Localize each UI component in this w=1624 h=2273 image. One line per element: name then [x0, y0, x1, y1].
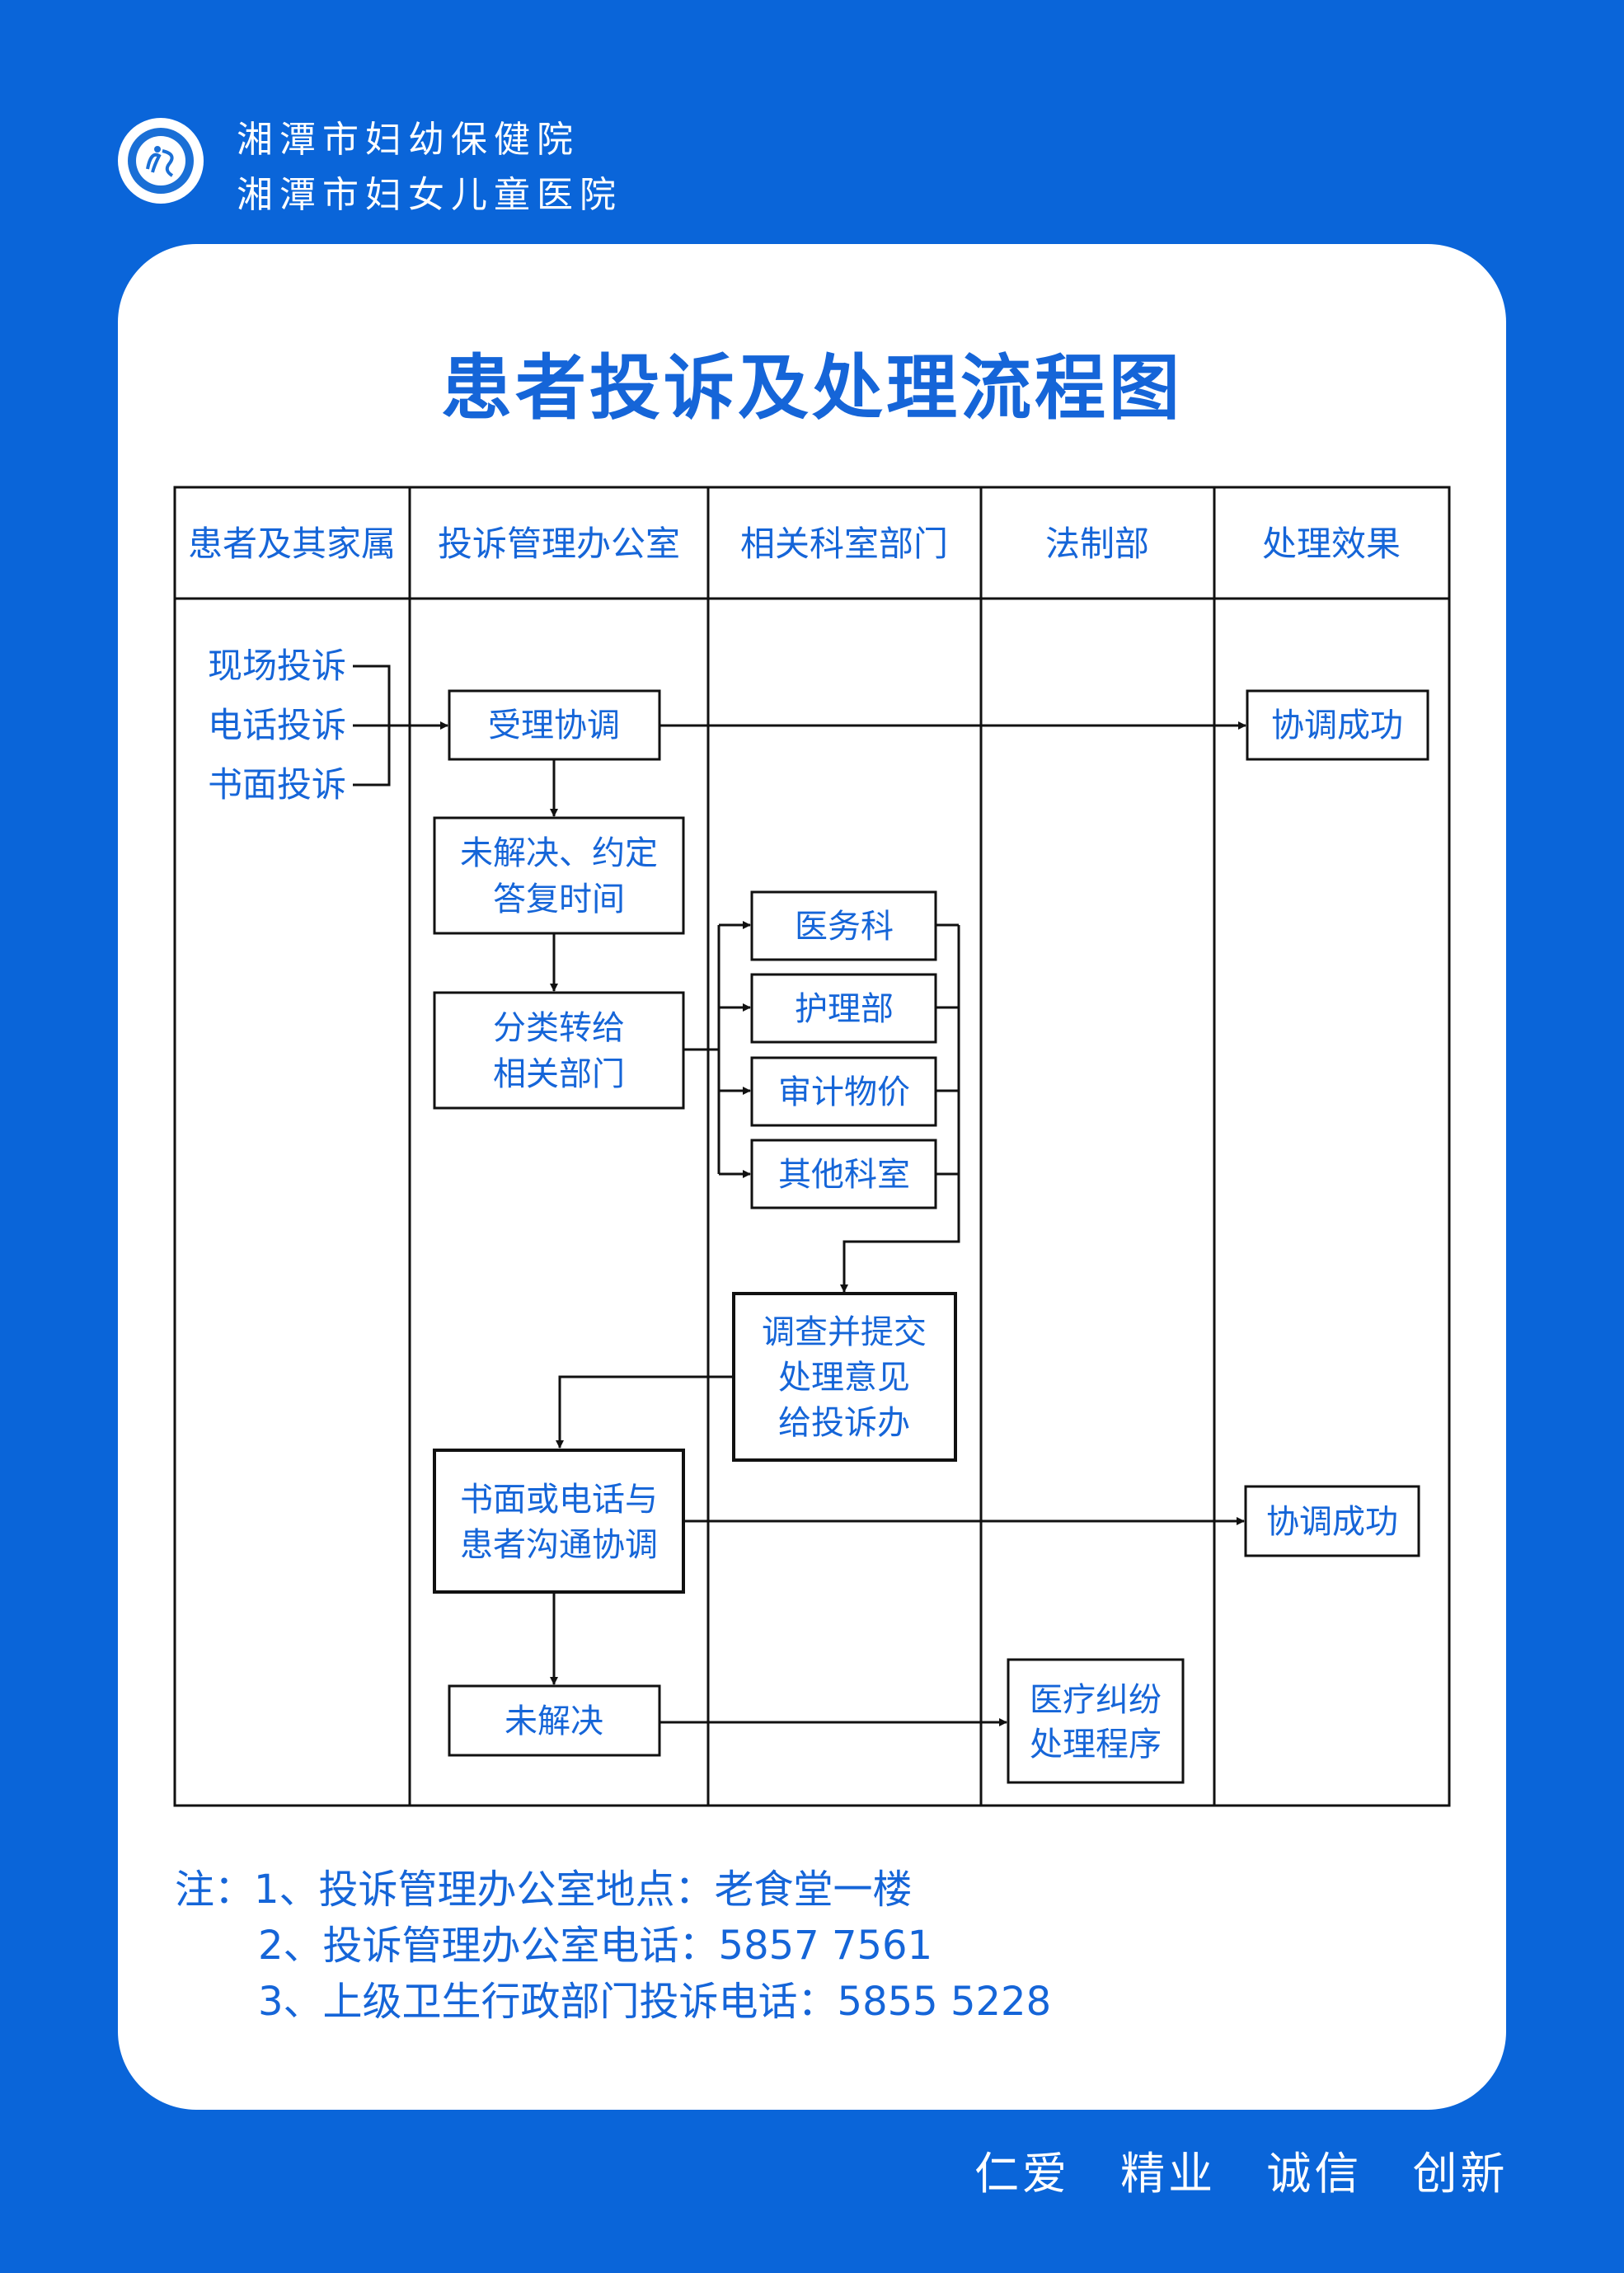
node-investigate: [732, 1292, 957, 1462]
lane-header-result: 处理效果: [1262, 524, 1401, 564]
hospital-motto: 仁爱 精业 诚信 创新: [974, 2148, 1509, 2200]
node-accept: [448, 689, 661, 761]
channel-phone: 电话投诉: [208, 705, 346, 745]
node-dept-nursing: [750, 973, 937, 1044]
node-classify-label-1: 分类转给: [493, 1009, 625, 1047]
note-line-2: 2、投诉管理办公室电话：5857 7561: [258, 1923, 933, 1969]
node-unresolved-reply: [433, 816, 685, 935]
node-success-2-label: 协调成功: [1266, 1503, 1398, 1541]
node-dept-medical: [750, 890, 937, 961]
hospital-name-primary: 湘潭市妇幼保健院: [237, 119, 580, 161]
note-line-3: 3、上级卫生行政部门投诉电话：5855 5228: [258, 1979, 1052, 2025]
node-accept-label: 受理协调: [488, 707, 620, 744]
node-success-2: [1244, 1485, 1420, 1557]
page-title: 患者投诉及处理流程图: [441, 347, 1183, 430]
lane-header-legal: 法制部: [1045, 524, 1149, 564]
hospital-name-secondary: 湘潭市妇女儿童医院: [237, 174, 622, 216]
swimlane-table: [173, 486, 1451, 1807]
node-dept-audit: [750, 1056, 937, 1127]
node-classify: [433, 991, 685, 1110]
node-unresolved-reply-label-2: 答复时间: [493, 881, 625, 918]
lane-header-departments: 相关科室部门: [740, 524, 948, 564]
node-communicate-label-1: 书面或电话与: [460, 1481, 658, 1519]
node-unresolved-reply-label-1: 未解决、约定: [460, 834, 658, 872]
node-unresolved-label: 未解决: [505, 1702, 603, 1740]
channel-written: 书面投诉: [208, 764, 346, 805]
node-classify-label-2: 相关部门: [493, 1055, 625, 1093]
node-dept-medical-label: 医务科: [795, 908, 894, 946]
node-investigate-label-2: 处理意见: [778, 1359, 910, 1397]
node-investigate-label-1: 调查并提交: [762, 1313, 927, 1351]
node-dept-nursing-label: 护理部: [795, 990, 894, 1028]
node-investigate-label-3: 给投诉办: [778, 1404, 910, 1442]
node-unresolved: [448, 1684, 661, 1757]
node-communicate-label-2: 患者沟通协调: [460, 1526, 658, 1564]
node-dept-audit-label: 审计物价: [778, 1073, 910, 1111]
node-communicate: [433, 1449, 685, 1594]
channel-onsite: 现场投诉: [208, 646, 346, 686]
lane-header-complaint-office: 投诉管理办公室: [438, 524, 680, 564]
note-line-1: 注：1、投诉管理办公室地点：老食堂一楼: [175, 1867, 913, 1913]
node-dept-other-label: 其他科室: [778, 1156, 910, 1194]
node-legal-label-2: 处理程序: [1030, 1726, 1162, 1763]
node-legal: [1007, 1658, 1185, 1784]
node-legal-label-1: 医疗纠纷: [1030, 1681, 1162, 1719]
node-success-1: [1246, 689, 1429, 761]
node-dept-other: [750, 1139, 937, 1209]
node-success-1-label: 协调成功: [1271, 707, 1403, 744]
hospital-logo-icon: [118, 118, 204, 204]
lane-header-patient: 患者及其家属: [188, 524, 396, 564]
